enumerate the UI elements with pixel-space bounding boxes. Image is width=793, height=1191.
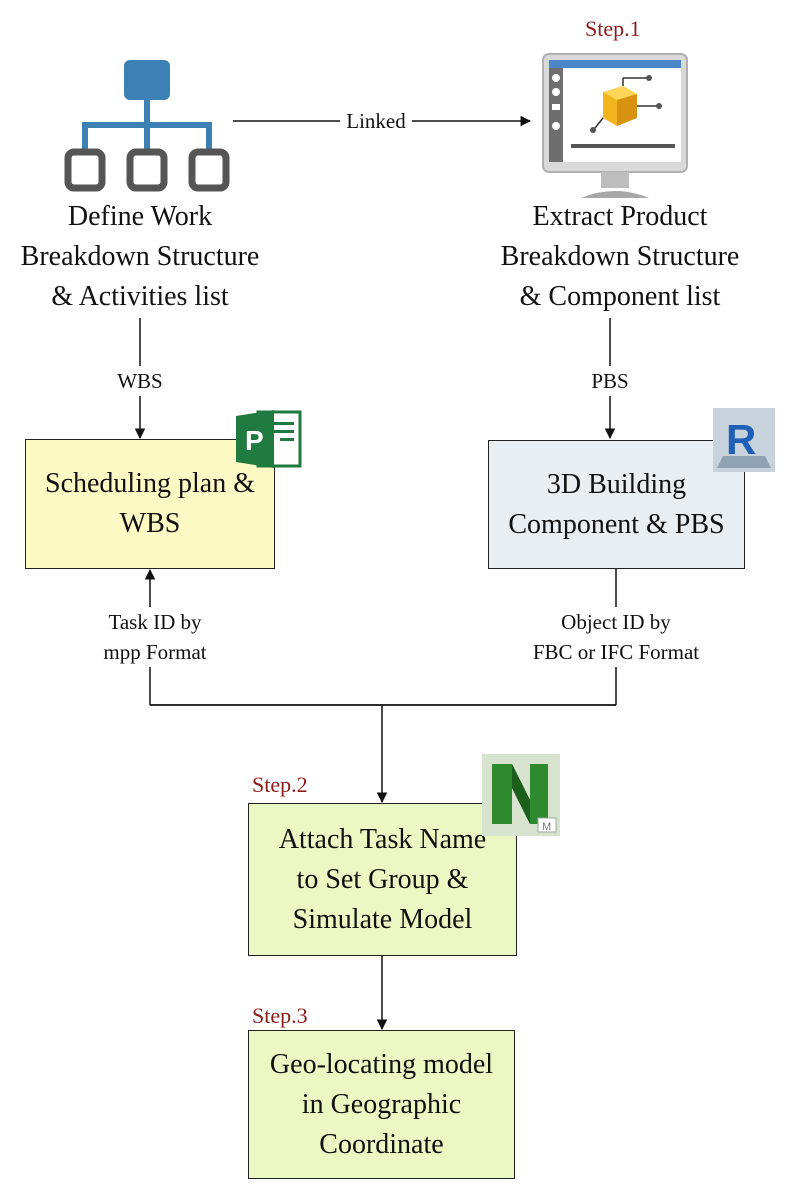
define-wbs-line1: Define Work (67, 201, 213, 232)
step1-label: Step.1 (585, 16, 641, 41)
scheduling-box-line1: Scheduling plan & (45, 468, 255, 499)
scheduling-plan-box: Scheduling plan & WBS (25, 439, 275, 569)
object-id-line2: FBC or IFC Format (532, 640, 700, 664)
geo-locating-line3: Coordinate (319, 1128, 444, 1160)
geo-locating-line2: in Geographic (301, 1088, 462, 1120)
define-wbs-line2: Breakdown Structure (20, 241, 260, 272)
linked-label: Linked (340, 106, 412, 136)
pbs-label: PBS (570, 366, 650, 396)
navisworks-icon: M (482, 754, 560, 836)
building-box-line2: Component & PBS (508, 508, 725, 540)
task-id-line1: Task ID by (108, 610, 202, 634)
ms-project-icon: P (236, 410, 302, 468)
object-id-label: Object ID by FBC or IFC Format (506, 607, 726, 667)
attach-task-line3: Simulate Model (292, 903, 473, 935)
wbs-label: WBS (100, 366, 180, 396)
task-id-label: Task ID by mpp Format (70, 607, 240, 667)
step3-label: Step.3 (252, 1003, 308, 1028)
object-id-line1: Object ID by (561, 610, 671, 634)
svg-text:P: P (245, 425, 264, 456)
attach-task-box: Attach Task Name to Set Group & Simulate… (248, 803, 517, 956)
scheduling-box-line2: WBS (119, 508, 181, 539)
hierarchy-icon (64, 60, 230, 192)
extract-pbs-line3: & Component list (519, 281, 721, 312)
attach-task-line2: to Set Group & (296, 863, 469, 895)
svg-text:M: M (542, 821, 551, 833)
extract-pbs-line1: Extract Product (532, 201, 708, 232)
geo-locating-line1: Geo-locating model (269, 1048, 494, 1080)
geo-locating-box: Geo-locating model in Geographic Coordin… (248, 1030, 515, 1179)
svg-text:R: R (726, 416, 756, 463)
3d-building-box: 3D Building Component & PBS (488, 440, 745, 569)
define-wbs-text: Define Work Breakdown Structure & Activi… (0, 197, 280, 317)
define-wbs-line3: & Activities list (51, 281, 229, 312)
revit-icon: R (713, 408, 775, 472)
monitor-3d-icon (542, 53, 688, 198)
attach-task-line1: Attach Task Name (278, 823, 487, 855)
step2-label: Step.2 (252, 772, 308, 797)
extract-pbs-text: Extract Product Breakdown Structure & Co… (480, 197, 760, 317)
building-box-line1: 3D Building (546, 468, 687, 500)
extract-pbs-line2: Breakdown Structure (500, 241, 740, 272)
task-id-line2: mpp Format (103, 640, 207, 664)
